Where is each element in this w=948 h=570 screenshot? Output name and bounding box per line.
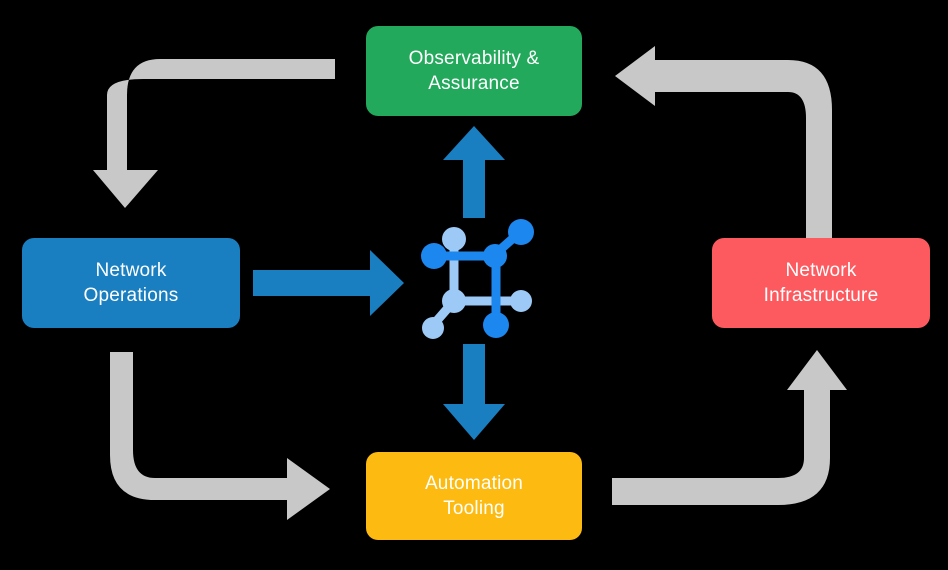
network-node-top-left-light xyxy=(442,227,466,251)
network-node-mid-left-light xyxy=(442,289,466,313)
arrow-center-to-automation-tooling xyxy=(443,344,505,440)
box-network-operations[interactable]: Network Operations xyxy=(22,238,240,328)
arrow-network-infrastructure-to-observability xyxy=(615,46,832,238)
network-node-bottom-bright xyxy=(483,312,509,338)
network-icon-nodes xyxy=(421,219,534,339)
network-topology-icon xyxy=(421,219,534,339)
network-node-center-bright xyxy=(483,244,507,268)
box-automation-tooling[interactable]: Automation Tooling xyxy=(366,452,582,540)
box-observability-assurance[interactable]: Observability & Assurance xyxy=(366,26,582,116)
network-node-top-right-bright xyxy=(508,219,534,245)
arrow-center-to-observability xyxy=(443,126,505,218)
box-network-infrastructure[interactable]: Network Infrastructure xyxy=(712,238,930,328)
network-node-bottom-left-light xyxy=(422,317,444,339)
arrow-automation-tooling-to-network-infrastructure xyxy=(612,350,847,505)
arrow-network-operations-to-center xyxy=(253,250,404,316)
network-node-left-bright xyxy=(421,243,447,269)
arrow-network-operations-to-automation-tooling xyxy=(110,352,330,520)
arrow-observability-to-network-operations xyxy=(93,59,335,208)
network-node-right-light xyxy=(510,290,532,312)
